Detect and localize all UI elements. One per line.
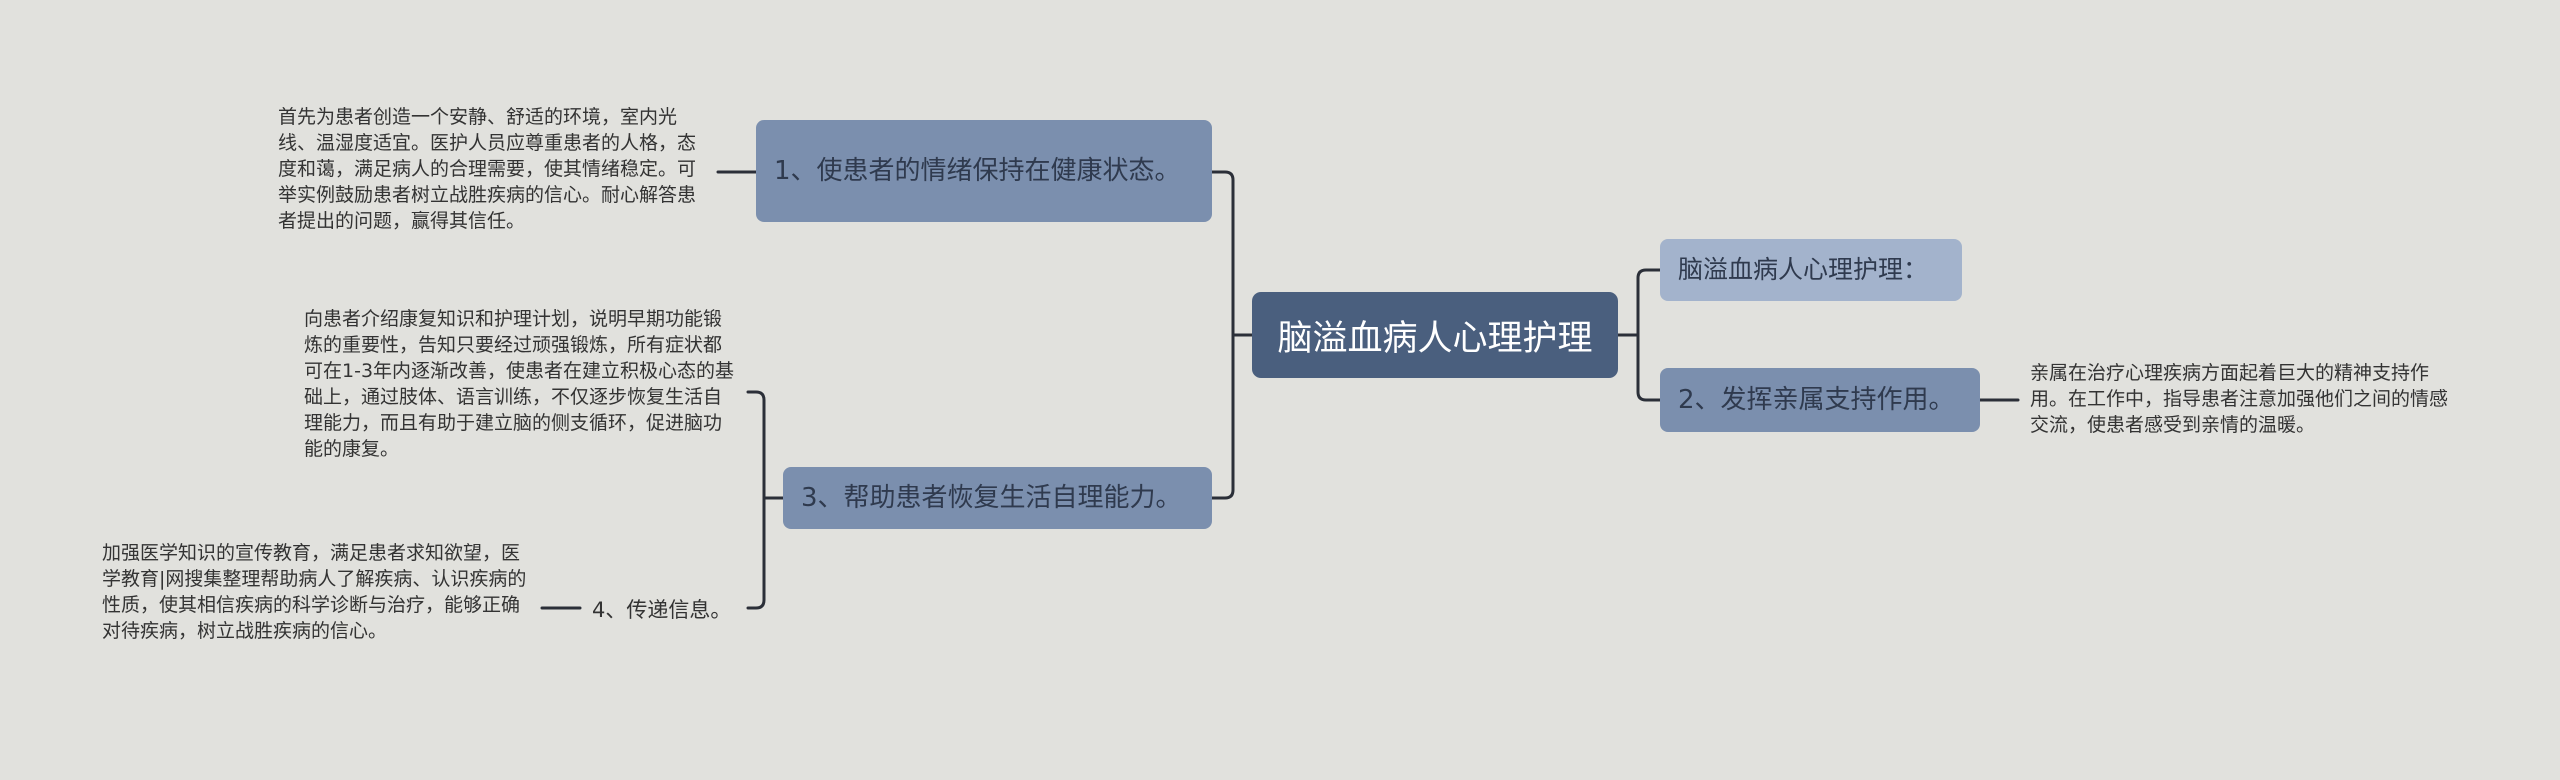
topic-emotional-health[interactable]: 1、使患者的情绪保持在健康状态。 (756, 120, 1212, 222)
root-node[interactable]: 脑溢血病人心理护理 (1252, 292, 1618, 378)
topic-family-support[interactable]: 2、发挥亲属支持作用。 (1660, 368, 1980, 432)
topic-stroke-psych-care[interactable]: 脑溢血病人心理护理： (1660, 239, 1962, 301)
note-family-support: 亲属在治疗心理疾病方面起着巨大的精神支持作用。在工作中，指导患者注意加强他们之间… (2030, 362, 2449, 436)
note-emotional-health: 首先为患者创造一个安静、舒适的环境，室内光线、温湿度适宜。医护人员应尊重患者的人… (278, 106, 697, 232)
root-label: 脑溢血病人心理护理 (1277, 318, 1593, 359)
topic-label: 2、发挥亲属支持作用。 (1678, 385, 1955, 415)
connector-root-right (1616, 268, 1662, 402)
topic-communicate-info[interactable]: 4、传递信息。 (592, 594, 731, 624)
topic-label: 1、使患者的情绪保持在健康状态。 (774, 156, 1181, 186)
note-communicate-info: 加强医学知识的宣传教育，满足患者求知欲望，医学教育|网搜集整理帮助病人了解疾病、… (102, 542, 527, 642)
topic-label: 3、帮助患者恢复生活自理能力。 (801, 483, 1182, 513)
connector-t3-children (746, 390, 785, 610)
note-self-care-recovery: 向患者介绍康复知识和护理计划，说明早期功能锻炼的重要性，告知只要经过顽强锻炼，所… (304, 308, 735, 460)
topic-label: 脑溢血病人心理护理： (1678, 255, 1929, 284)
topic-label: 4、传递信息。 (592, 598, 732, 622)
connector-root-left (1210, 170, 1254, 500)
topic-self-care-recovery[interactable]: 3、帮助患者恢复生活自理能力。 (783, 467, 1212, 529)
